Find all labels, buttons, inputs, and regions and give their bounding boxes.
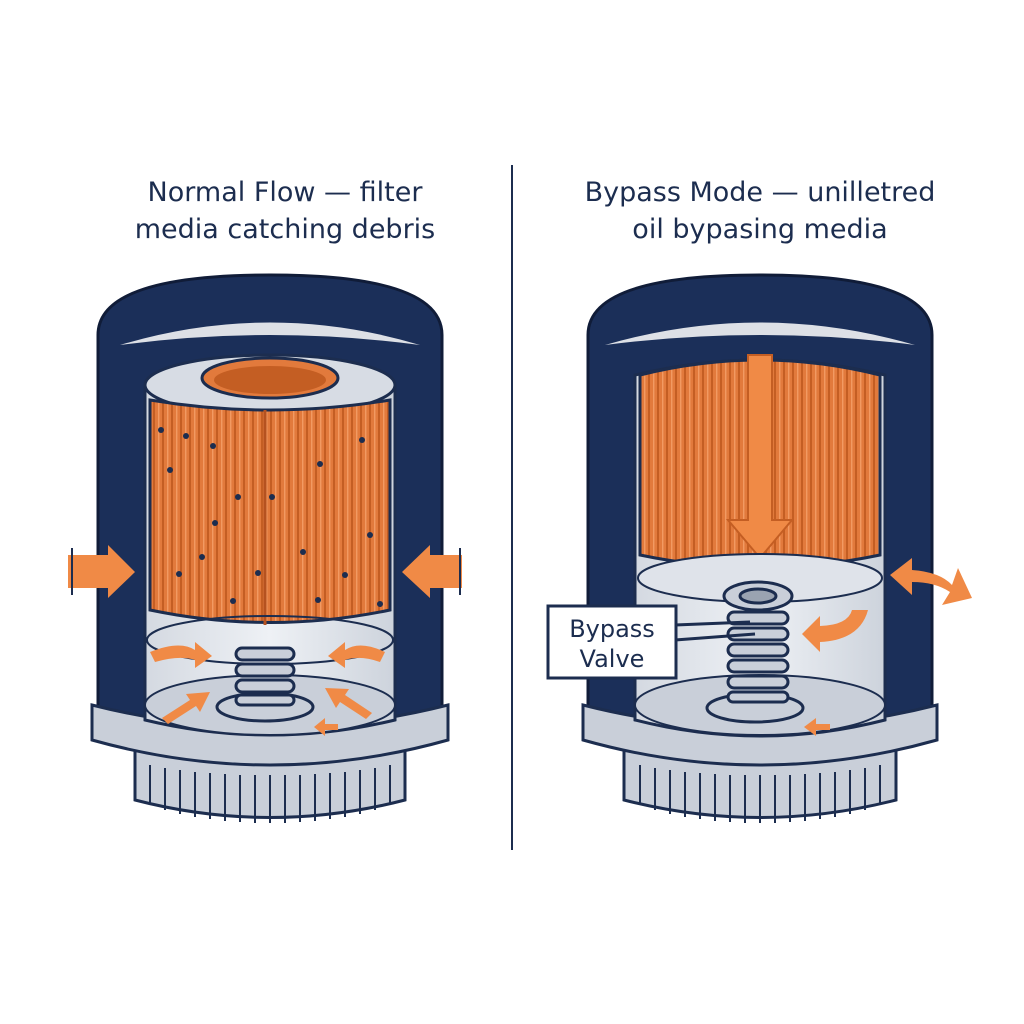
bypass-valve-callout: Bypass Valve — [546, 604, 678, 680]
debris-particles — [158, 427, 383, 607]
bypass-flow-arrows — [802, 558, 972, 736]
normal-flow-title-line1: Normal Flow — filter — [147, 177, 423, 208]
normal-flow-arrows — [68, 545, 462, 736]
bypass-mode-title: Bypass Mode — unilletred oil bypasing me… — [530, 174, 990, 248]
bypass-callout-leader — [674, 620, 756, 642]
bypass-valve-spring — [705, 580, 805, 724]
normal-base-plate — [133, 748, 407, 823]
bypass-mode-title-line1: Bypass Mode — unilletred — [584, 177, 936, 208]
normal-spring — [215, 646, 315, 723]
bypass-curved-arrow — [890, 558, 972, 605]
normal-filter-media — [148, 398, 392, 624]
normal-flow-filter — [68, 273, 462, 823]
bypass-valve-label-line1: Bypass — [569, 615, 655, 643]
bypass-base-plate — [622, 748, 898, 823]
normal-flow-title-line2: media catching debris — [134, 214, 436, 245]
bypass-down-arrow — [725, 354, 795, 560]
bypass-valve-label-line2: Valve — [580, 645, 645, 673]
normal-flow-title: Normal Flow — filter media catching debr… — [60, 174, 510, 248]
bypass-mode-filter: Bypass Valve — [546, 273, 972, 823]
bypass-mode-title-line2: oil bypasing media — [632, 214, 888, 245]
